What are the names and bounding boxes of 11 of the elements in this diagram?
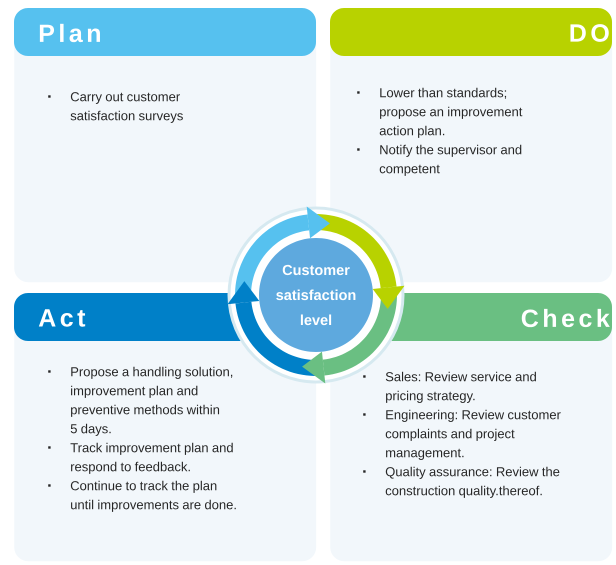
bullet-item: Engineering: Review customer complaints and project management. <box>363 410 561 460</box>
bullet-item: Track improvement plan and respond to feedback. <box>48 442 233 474</box>
bullet-item: Carry out customer satisfaction surveys <box>48 92 183 123</box>
bullet-item: Notify the supervisor and competent <box>357 144 522 176</box>
card-header: Plan <box>14 8 316 56</box>
bullet-item: Lower than standards; propose an improvement action plan. <box>357 88 522 138</box>
bullet-item: Quality assurance: Review the construction quality.thereof. <box>363 466 560 498</box>
bullet-item: Sales: Review service and pricing strategy. <box>363 372 536 403</box>
card-header: DO <box>330 8 612 56</box>
bullet-item: Propose a handling solution, improvement plan and preventive methods within 5 days. <box>48 366 232 436</box>
bullet-item: Continue to track the plan until improvements are done. <box>48 480 236 512</box>
